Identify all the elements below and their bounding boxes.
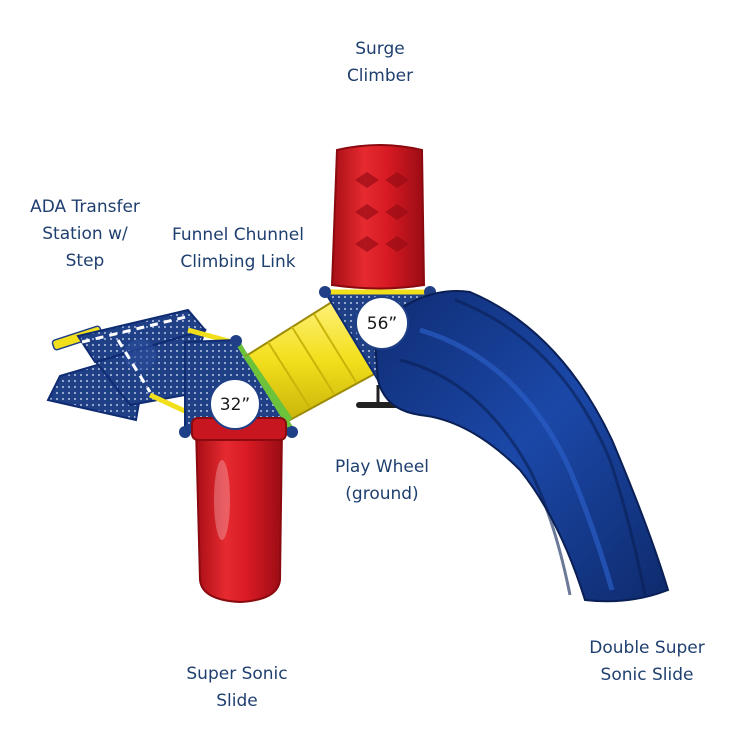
label-play-wheel: Play Wheel (ground)	[334, 457, 430, 504]
funnel-chunnel-shape	[243, 298, 381, 422]
label-ada-transfer-station: ADA Transfer Station w/ Step	[30, 197, 140, 271]
super-sonic-slide-shape	[191, 417, 287, 604]
surge-climber-shape	[330, 144, 426, 290]
ada-transfer-station	[46, 308, 233, 422]
right-deck-height: 56”	[367, 314, 397, 334]
double-super-sonic-slide-shape	[372, 290, 670, 603]
label-funnel-chunnel: Funnel Chunnel Climbing Link	[172, 225, 304, 272]
right-deck-height-badge: 56”	[355, 296, 409, 350]
play-wheel-shape	[356, 385, 400, 408]
left-deck-height: 32”	[220, 395, 250, 415]
label-super-sonic-slide: Super Sonic Slide	[186, 664, 288, 711]
label-double-super-sonic-slide: Double Super Sonic Slide	[589, 638, 705, 685]
label-surge-climber: Surge Climber	[346, 39, 414, 86]
left-deck-height-badge: 32”	[209, 378, 261, 430]
